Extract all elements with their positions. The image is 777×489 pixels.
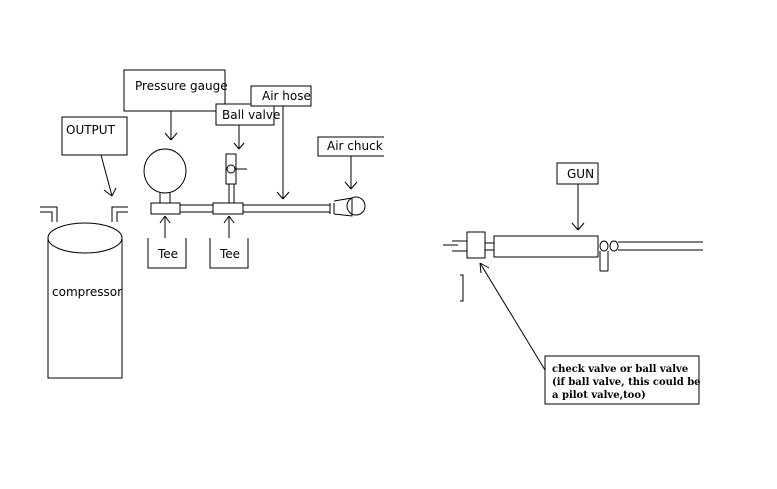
gun-arrow [571,184,585,231]
compressor-tank [40,206,128,379]
output-label-box [61,116,128,156]
compressor-label: compressor [52,285,122,299]
ball-valve-label: Ball valve [222,108,280,122]
check-valve-note-line2: (if ball valve, this could be [552,377,701,388]
pressure-gauge-arrow [164,111,178,141]
air-hose-arrow [276,106,290,200]
air-hose-label: Air hose [262,89,311,103]
air-chuck [333,196,366,217]
check-valve-note-line1: check valve or ball valve [552,364,688,375]
air-hose [243,203,335,214]
gun-barrel-tank [493,235,599,258]
ball-valve [225,153,247,203]
air-chuck-arrow [344,156,358,190]
air-chuck-label: Air chuck [327,139,383,153]
gun-check-valve [443,231,494,259]
output-arrow [100,154,117,197]
gun-output-pipe [599,240,703,272]
check-valve-note-box [544,355,700,405]
pressure-gauge [143,148,187,203]
check-valve-note-line3: a pilot valve,too) [552,390,646,401]
tee-2-label: Tee [219,247,240,261]
gun-trigger-bracket [460,274,464,302]
tee-1-label-box [147,238,187,269]
tee-1-label: Tee [157,247,178,261]
tee-fitting-1 [150,202,181,215]
pressure-gauge-label: Pressure gauge [135,79,228,93]
tee-2-arrow [223,215,235,238]
tee-1-arrow [159,215,171,238]
air-hose-label-box [250,85,312,107]
tee-fitting-2 [212,202,244,215]
check-valve-arrow [479,262,546,371]
ball-valve-arrow [233,125,245,150]
gun-label: GUN [567,167,594,181]
tee-2-label-box [209,238,249,269]
output-label: OUTPUT [66,123,116,137]
pipe-segment-1 [180,204,213,213]
ball-valve-label-box [215,103,275,126]
